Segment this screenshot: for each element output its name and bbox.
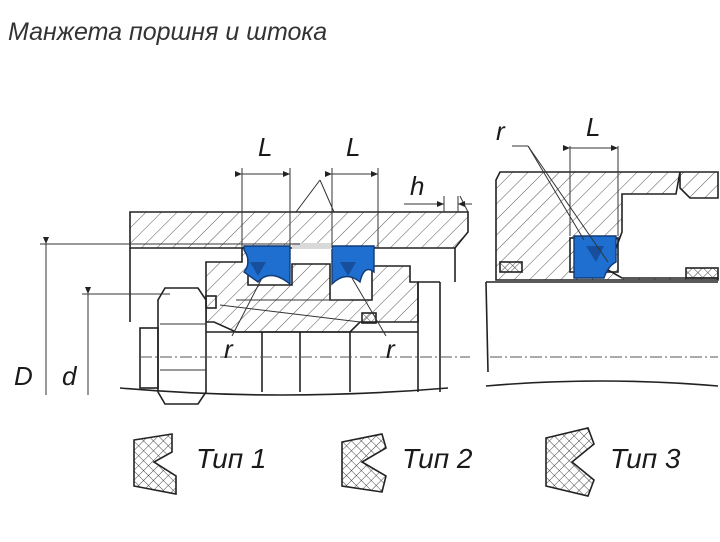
label-d: d (62, 361, 78, 391)
label-h: h (410, 171, 424, 201)
label-r-left: r (224, 334, 234, 364)
label-r-right: r (386, 334, 396, 364)
type-2-icon (341, 433, 387, 493)
label-L-left: L (258, 132, 272, 162)
type-1-label: Тип 1 (196, 443, 267, 474)
label-D: D (14, 361, 33, 391)
label-r-rod: r (496, 116, 506, 146)
piston-seal-left (242, 245, 291, 286)
piston-nut (157, 287, 207, 405)
label-L-mid: L (346, 132, 360, 162)
o-ring-rod-left (499, 261, 523, 273)
type-3-icon (545, 427, 595, 497)
type-2-profile: Тип 2 (341, 433, 473, 493)
cylinder-wall (129, 211, 469, 249)
type-1-profile: Тип 1 (133, 433, 267, 495)
dimensions: L L h r r D d L (14, 112, 619, 395)
type-3-label: Тип 3 (610, 443, 681, 474)
diagram-title: Манжета поршня и штока (8, 18, 327, 46)
type-1-icon (133, 433, 177, 495)
rod-gland (495, 171, 719, 281)
type-3-profile: Тип 3 (545, 427, 681, 497)
piston-body (205, 247, 419, 333)
rod-assembly (485, 171, 719, 387)
o-ring-rod-right (685, 267, 719, 279)
label-L-right: L (586, 112, 600, 142)
type-2-label: Тип 2 (402, 443, 473, 474)
piston-assembly (119, 195, 469, 405)
